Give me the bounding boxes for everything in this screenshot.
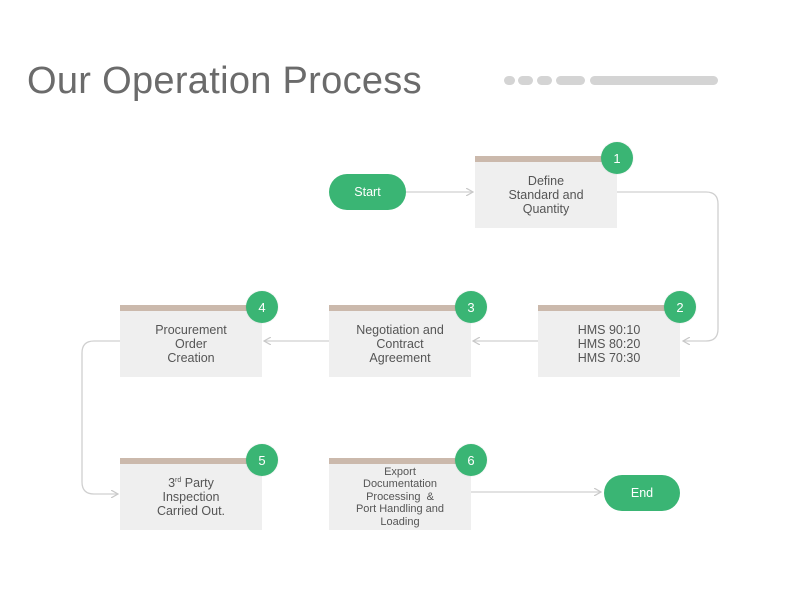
step-4-box[interactable]: Procurement Order Creation [120,305,262,377]
step-5-ordinal-suffix: rd [175,477,182,484]
step-1-number: 1 [613,150,621,166]
page-title: Our Operation Process [27,60,422,102]
step-1-line-2: Standard and [508,188,584,202]
step-5-ordinal-number: 3 [168,476,176,490]
step-4-badge: 4 [246,291,278,323]
step-6-number: 6 [467,452,475,468]
step-1-line-3: Quantity [522,202,570,216]
start-label: Start [354,185,381,199]
step-6-line-1: Export [384,465,416,478]
step-3-line-1: Negotiation and [356,323,444,337]
step-6-box[interactable]: Export Documentation Processing & Port H… [329,458,471,530]
step-2-box[interactable]: HMS 90:10 HMS 80:20 HMS 70:30 [538,305,680,377]
step-4-number: 4 [258,299,266,315]
step-4-line-2: Order [175,337,207,351]
step-6-line-3: Processing & [366,490,434,503]
header-decoration-dot-3 [537,76,552,85]
step-2-line-1: HMS 90:10 [577,323,641,337]
step-5-box[interactable]: 3rd Party Inspection Carried Out. [120,458,262,530]
step-2-line-3: HMS 70:30 [577,351,641,365]
step-5-line-2: Inspection [162,490,220,504]
header-decoration-dot-4 [556,76,585,85]
step-2-number: 2 [676,299,684,315]
step-4-line-3: Creation [167,351,215,365]
end-label: End [630,486,654,500]
start-node[interactable]: Start [329,174,406,210]
step-5-line-3: Carried Out. [156,504,226,518]
step-4-line-1: Procurement [155,323,227,337]
header-decoration-dot-2 [518,76,533,85]
step-3-line-2: Contract [376,337,424,351]
step-3-box[interactable]: Negotiation and Contract Agreement [329,305,471,377]
step-5-line-1: 3rd Party [168,476,214,490]
step-3-line-3: Agreement [369,351,431,365]
step-6-line-4: Port Handling and [355,503,445,516]
step-3-number: 3 [467,299,475,315]
step-6-line-5: Loading [380,515,420,528]
connector-1-to-2 [617,191,719,341]
step-1-badge: 1 [601,142,633,174]
step-6-badge: 6 [455,444,487,476]
header-decoration-bar [590,76,718,85]
step-2-badge: 2 [664,291,696,323]
step-3-badge: 3 [455,291,487,323]
header-decoration-dot-1 [504,76,515,85]
step-1-line-1: Define [527,174,565,188]
end-node[interactable]: End [604,475,680,511]
step-5-badge: 5 [246,444,278,476]
step-1-box[interactable]: Define Standard and Quantity [475,156,617,228]
step-5-number: 5 [258,452,266,468]
step-2-line-2: HMS 80:20 [577,337,641,351]
step-6-line-2: Documentation [363,478,437,491]
step-5-line-1-rest: Party [184,476,214,490]
connector-4-to-5 [81,340,120,494]
